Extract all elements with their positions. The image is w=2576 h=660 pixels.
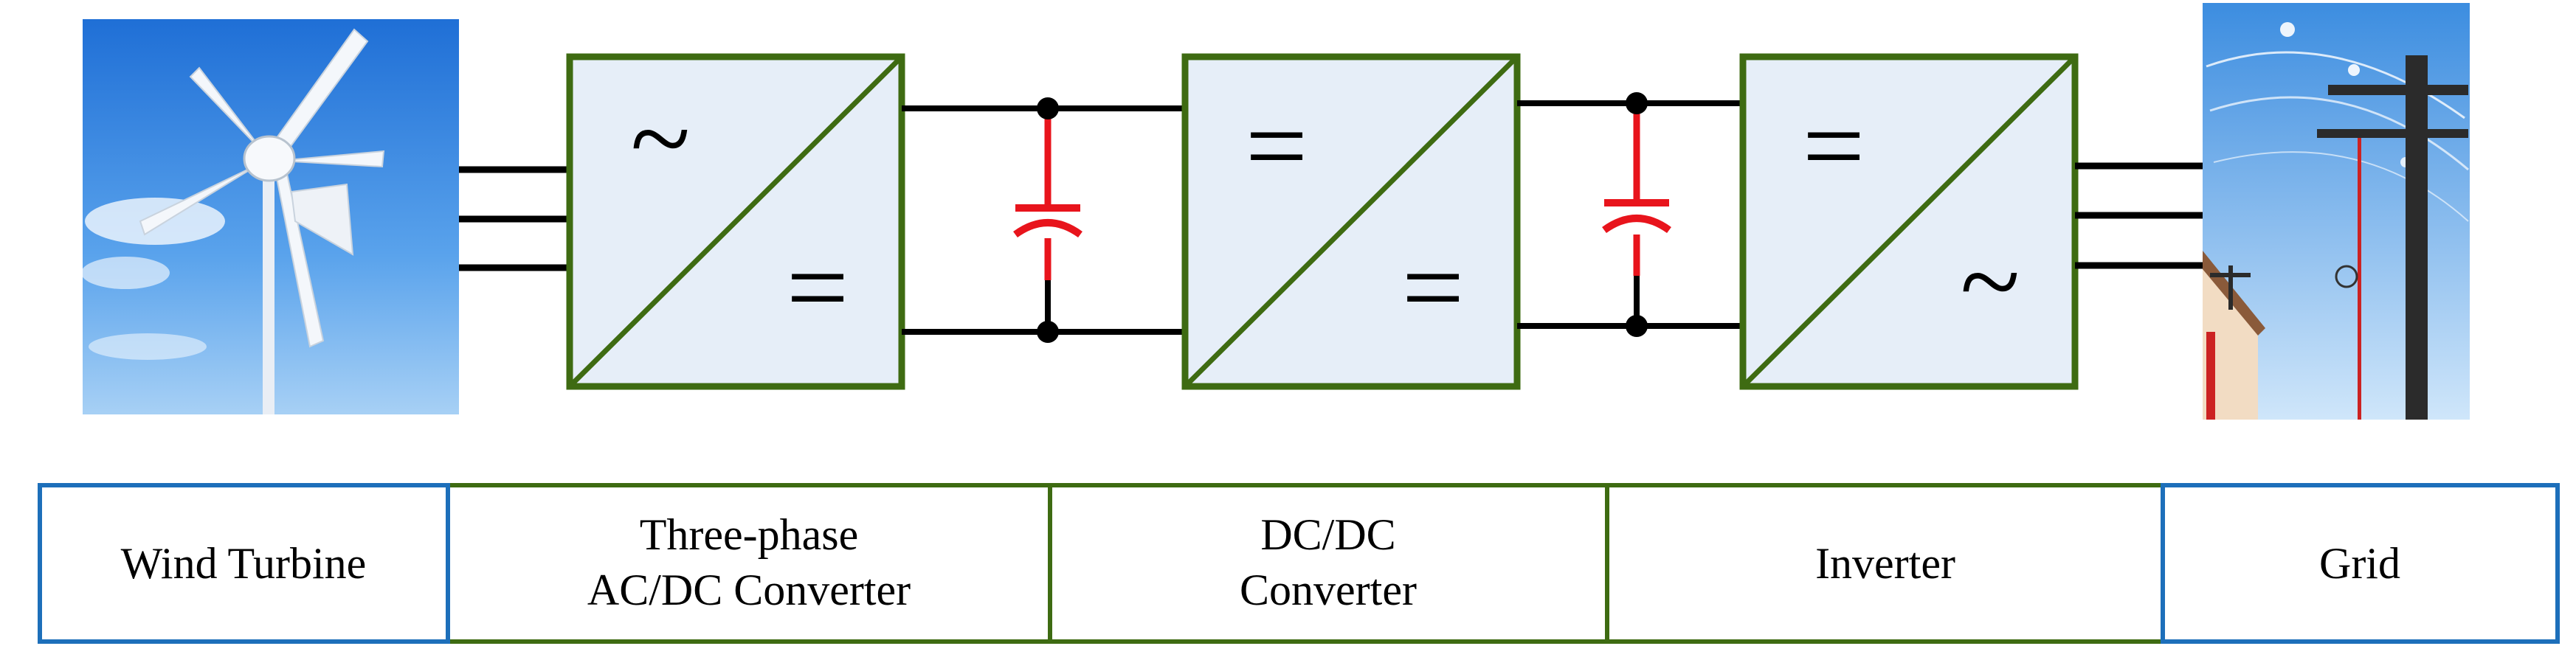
grid-image: [2203, 3, 2470, 420]
dcdc-output-symbol: =: [1402, 226, 1465, 349]
inverter-label: Inverter: [1815, 539, 1955, 588]
rectifier-output-symbol: =: [787, 226, 849, 349]
label-table: Wind Turbine Three-phase AC/DC Converter…: [38, 483, 2560, 644]
wind-turbine-image: [81, 19, 459, 414]
dcdc-input-symbol: =: [1246, 85, 1308, 207]
grid-label: Grid: [2319, 539, 2400, 588]
junction-dot: [1626, 315, 1648, 337]
wind-turbine-label: Wind Turbine: [121, 539, 367, 588]
inverter-output-symbol: ~: [1960, 220, 2020, 343]
junction-dot: [1626, 92, 1648, 114]
capacitor-1: [1013, 145, 1082, 238]
dcdc-block: = =: [1181, 53, 1521, 390]
dcdc-label-line2: Converter: [1240, 566, 1417, 614]
inverter-block: = ~: [1739, 53, 2079, 390]
inverter-input-symbol: =: [1803, 85, 1865, 207]
junction-dot: [1037, 97, 1059, 119]
rectifier-label-line1: Three-phase: [640, 510, 858, 559]
dc-link-1: [902, 97, 1185, 343]
dc-link-2: [1517, 92, 1743, 337]
three-phase-output-wires: [2075, 162, 2203, 269]
rectifier-input-symbol: ~: [630, 77, 690, 200]
capacitor-2: [1602, 140, 1671, 234]
junction-dot: [1037, 321, 1059, 343]
dcdc-label-line1: DC/DC: [1260, 510, 1395, 559]
three-phase-input-wires: [459, 166, 570, 271]
rectifier-label-line2: AC/DC Converter: [587, 566, 911, 614]
rectifier-block: ~ =: [566, 53, 905, 390]
